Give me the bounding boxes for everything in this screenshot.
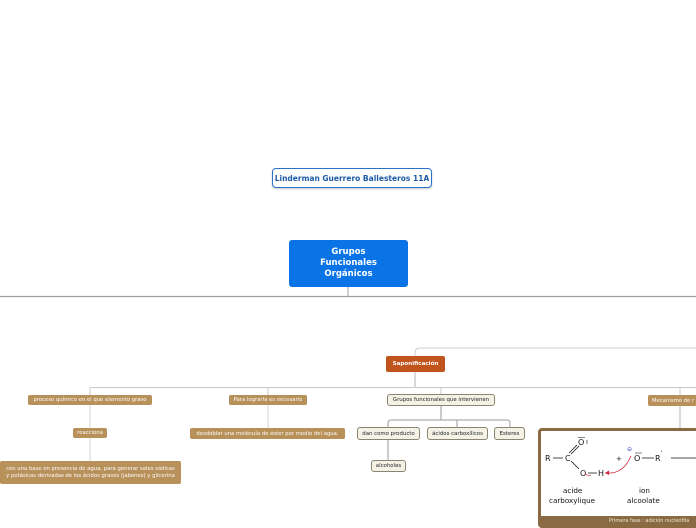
o-minus-label: O	[634, 454, 640, 463]
o-single-label: O	[580, 469, 586, 478]
author-node[interactable]: Linderman Guerrero Ballesteros 11A	[272, 168, 432, 188]
ion-label-line2: alcoolate	[627, 496, 660, 505]
grupos-node[interactable]: Grupos funcionales que intervienen	[387, 394, 495, 406]
c-o-single-bond	[570, 460, 580, 470]
esteres-node[interactable]: Esteres	[494, 427, 525, 440]
c-o-double-bond-2	[570, 445, 580, 455]
reacciona-node[interactable]: reacciona	[73, 428, 107, 438]
alcoholes-node[interactable]: alcoholes	[371, 460, 406, 472]
saponificacion-node[interactable]: Saponificación	[386, 356, 445, 372]
root-topic-text: Grupos Funcionales Orgánicos	[320, 247, 377, 279]
ion-label-line1: ion	[639, 486, 650, 495]
lograrla-node[interactable]: Para lograrla es necesario	[229, 395, 307, 405]
acidos-node[interactable]: ácidos carboxílicos	[427, 427, 488, 440]
h-label: H	[598, 469, 604, 478]
electron-arrow-head	[605, 470, 609, 475]
mechanism-diagram: R C O O H + ⊖ O R '	[545, 437, 696, 505]
grupos-children-bar	[387, 419, 511, 427]
c-label: C	[565, 454, 571, 463]
base-node[interactable]: con una base en presencia de agua, para …	[0, 461, 181, 484]
small-arrow	[584, 472, 592, 476]
acid-label-line2: carboxylique	[549, 496, 596, 505]
mecanismo-node[interactable]: Mecanismo de r	[648, 395, 696, 406]
mechanism-caption: Primera fase : adición nucleófila	[541, 516, 696, 525]
acid-label-line1: acide	[563, 486, 583, 495]
mechanism-image[interactable]: R C O O H + ⊖ O R '	[538, 428, 696, 528]
plus-sign: +	[616, 455, 622, 463]
saponificacion-connector	[414, 347, 696, 356]
c-o-double-bond-1	[568, 444, 578, 454]
root-topic-node[interactable]: Grupos Funcionales Orgánicos	[289, 240, 408, 287]
o-double-label: O	[578, 438, 584, 447]
svg-text:': '	[661, 450, 663, 457]
proceso-node[interactable]: proceso químico en el que elemento graso	[28, 395, 152, 405]
negative-charge: ⊖	[627, 446, 632, 453]
desdoblar-node[interactable]: desdoblar una molécula de éster por medi…	[190, 428, 345, 439]
r-label: R	[545, 454, 551, 463]
producto-node[interactable]: dan como producto	[357, 427, 420, 440]
r-prime-label: R	[655, 454, 661, 463]
